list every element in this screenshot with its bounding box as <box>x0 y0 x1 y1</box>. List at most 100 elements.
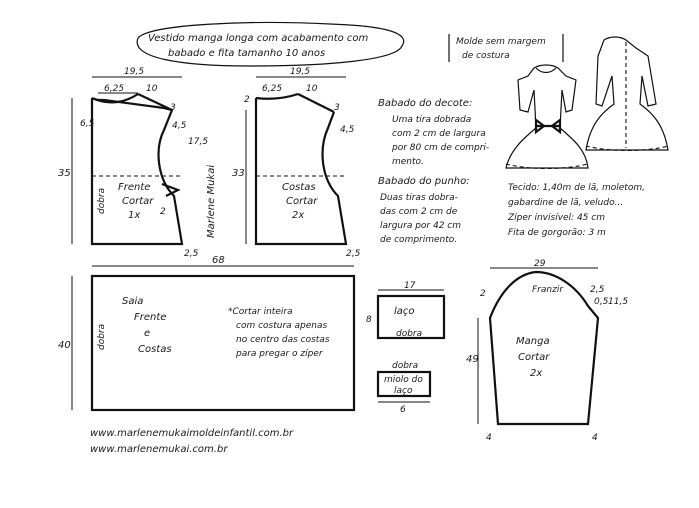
skirt-note-3: no centro das costas <box>236 335 330 345</box>
front-dart <box>161 182 181 197</box>
back-dress-hem-ruffle <box>585 145 669 152</box>
cuff-ruffle-line-2: das com 2 cm de <box>380 207 458 217</box>
sleeve-cut: Cortar <box>518 352 550 363</box>
neck-ruffle-line-1: Uma tira dobrada <box>392 115 471 125</box>
back-hem-ext-text: 2,5 <box>346 249 361 259</box>
materials-line-2: gabardine de lã, veludo... <box>508 198 623 208</box>
skirt-fold: dobra <box>97 324 107 350</box>
sleeve-count: 2x <box>530 368 542 379</box>
front-neck-text: 10 <box>146 84 158 94</box>
cuff-ruffle-line-3: largura por 42 cm <box>380 221 461 231</box>
front-shoulder-text: 6,25 <box>104 84 124 94</box>
sleeve-gather-text: Franzir <box>532 285 564 295</box>
back-width-text: 19,5 <box>290 67 310 77</box>
sleeve-hem-right-text: 4 <box>592 433 598 443</box>
sleeve-hem-left-text: 4 <box>486 433 492 443</box>
bow-center-width-text: 6 <box>400 405 406 415</box>
cuff-ruffle-line-1: Duas tiras dobra- <box>380 193 458 203</box>
back-cut: Cortar <box>286 196 318 207</box>
skirt-label-4: Costas <box>138 344 172 355</box>
front-fold: dobra <box>97 188 107 214</box>
back-side-mark-text: 4,5 <box>340 125 355 135</box>
cuff-ruffle-heading: Babado do punho: <box>378 176 470 187</box>
bow-center-fold: dobra <box>392 361 418 371</box>
skirt-note-1: *Cortar inteira <box>228 307 293 317</box>
sleeve-height-text: 49 <box>466 354 479 365</box>
bow-center-rect <box>376 370 432 398</box>
front-shoulder <box>137 93 173 111</box>
back-bodice: 19,5 6,25 10 2 3 4,5 33 Costas Cortar 2x… <box>232 67 361 259</box>
sleeve-width-text: 29 <box>534 259 546 269</box>
back-neck-depth-text: 2 <box>244 95 250 105</box>
materials-line-4: Fita de gorgorão: 3 m <box>508 228 606 238</box>
signature: Marlene Mukai <box>206 165 217 238</box>
bow-center-label-2: laço <box>394 386 413 396</box>
back-dress-shape <box>585 36 669 151</box>
back-length-text: 33 <box>232 168 245 179</box>
bow-fold: dobra <box>396 329 422 339</box>
neck-ruffle-line-4: mento. <box>392 157 424 167</box>
front-shoulder-drop-text: 3 <box>170 103 176 113</box>
sleeve-cap-right-text: 2,5 <box>590 285 605 295</box>
sleeve-mark-b-text: 11,5 <box>608 297 628 307</box>
front-dress-hem-ruffle <box>505 163 589 170</box>
skirt: 68 40 dobra Saia Frente e Costas *Cortar… <box>58 255 356 412</box>
back-shoulder-text: 6,25 <box>262 84 282 94</box>
back-bodice-outline <box>254 98 348 246</box>
sleeve-mark-a-text: 0,5 <box>594 297 609 307</box>
front-bodice-outline <box>90 97 184 246</box>
front-count: 1x <box>128 210 140 221</box>
front-dress-bow <box>534 117 562 135</box>
skirt-note-2: com costura apenas <box>236 321 328 331</box>
skirt-label-2: Frente <box>134 312 166 323</box>
bow-piece: 17 8 laço dobra <box>366 281 446 340</box>
neck-ruffle-line-3: por 80 cm de compri- <box>391 143 489 153</box>
neck-ruffle-heading: Babado do decote: <box>378 98 472 109</box>
sleeve-label: Manga <box>516 336 550 347</box>
front-length-text: 35 <box>58 168 71 179</box>
front-dress-shape <box>505 64 589 169</box>
skirt-height-text: 40 <box>58 340 71 351</box>
bow-height-text: 8 <box>366 315 372 325</box>
skirt-label-3: e <box>144 328 150 339</box>
skirt-note-4: para pregar o zíper <box>235 349 324 359</box>
cuff-ruffle-note: Babado do punho: Duas tiras dobra- das c… <box>378 176 470 245</box>
cuff-ruffle-line-4: de comprimento. <box>380 235 457 245</box>
materials-line-1: Tecido: 1,40m de lã, moletom, <box>508 183 645 193</box>
front-label: Frente <box>118 182 150 193</box>
bow-rect <box>376 294 446 340</box>
front-neckline <box>91 93 139 104</box>
bow-center-label-1: miolo do <box>384 375 423 385</box>
front-hem-ext-text: 2,5 <box>184 249 199 259</box>
sleeve-outline <box>488 270 600 426</box>
neck-ruffle-line-2: com 2 cm de largura <box>392 129 486 139</box>
back-shoulder <box>297 93 335 113</box>
back-count: 2x <box>292 210 304 221</box>
title-line1: Vestido manga longa com acabamento com <box>148 33 369 44</box>
front-dart-text: 2 <box>160 207 166 217</box>
back-label: Costas <box>282 182 316 193</box>
url-1: www.marlenemukaimoldeinfantil.com.br <box>90 428 294 439</box>
back-shoulder-drop-text: 3 <box>334 103 340 113</box>
url-2: www.marlenemukai.com.br <box>90 444 228 455</box>
title-block: Vestido manga longa com acabamento com b… <box>136 21 405 67</box>
bow-label: laço <box>394 306 415 317</box>
front-side-mark-text: 4,5 <box>172 121 187 131</box>
title-outline <box>136 21 405 67</box>
seam-note: Molde sem margem de costura <box>448 34 564 62</box>
back-neckline <box>255 92 299 100</box>
materials-note: Tecido: 1,40m de lã, moletom, gabardine … <box>507 183 645 238</box>
sleeve-cap-left-text: 2 <box>480 289 486 299</box>
neck-ruffle-note: Babado do decote: Uma tira dobrada com 2… <box>378 98 489 167</box>
dress-illustration <box>505 36 669 170</box>
materials-line-3: Zíper invisível: 45 cm <box>507 213 605 223</box>
front-cut: Cortar <box>122 196 154 207</box>
skirt-width-text: 68 <box>212 255 225 266</box>
bow-width-text: 17 <box>404 281 416 291</box>
seam-note-line1: Molde sem margem <box>456 37 546 47</box>
sleeve: 29 2 2,5 Franzir 0,5 11,5 49 Manga Corta… <box>466 259 628 443</box>
title-line2: babado e fita tamanho 10 anos <box>168 48 325 59</box>
skirt-label-1: Saia <box>122 296 143 307</box>
front-dress-collar <box>535 67 557 74</box>
